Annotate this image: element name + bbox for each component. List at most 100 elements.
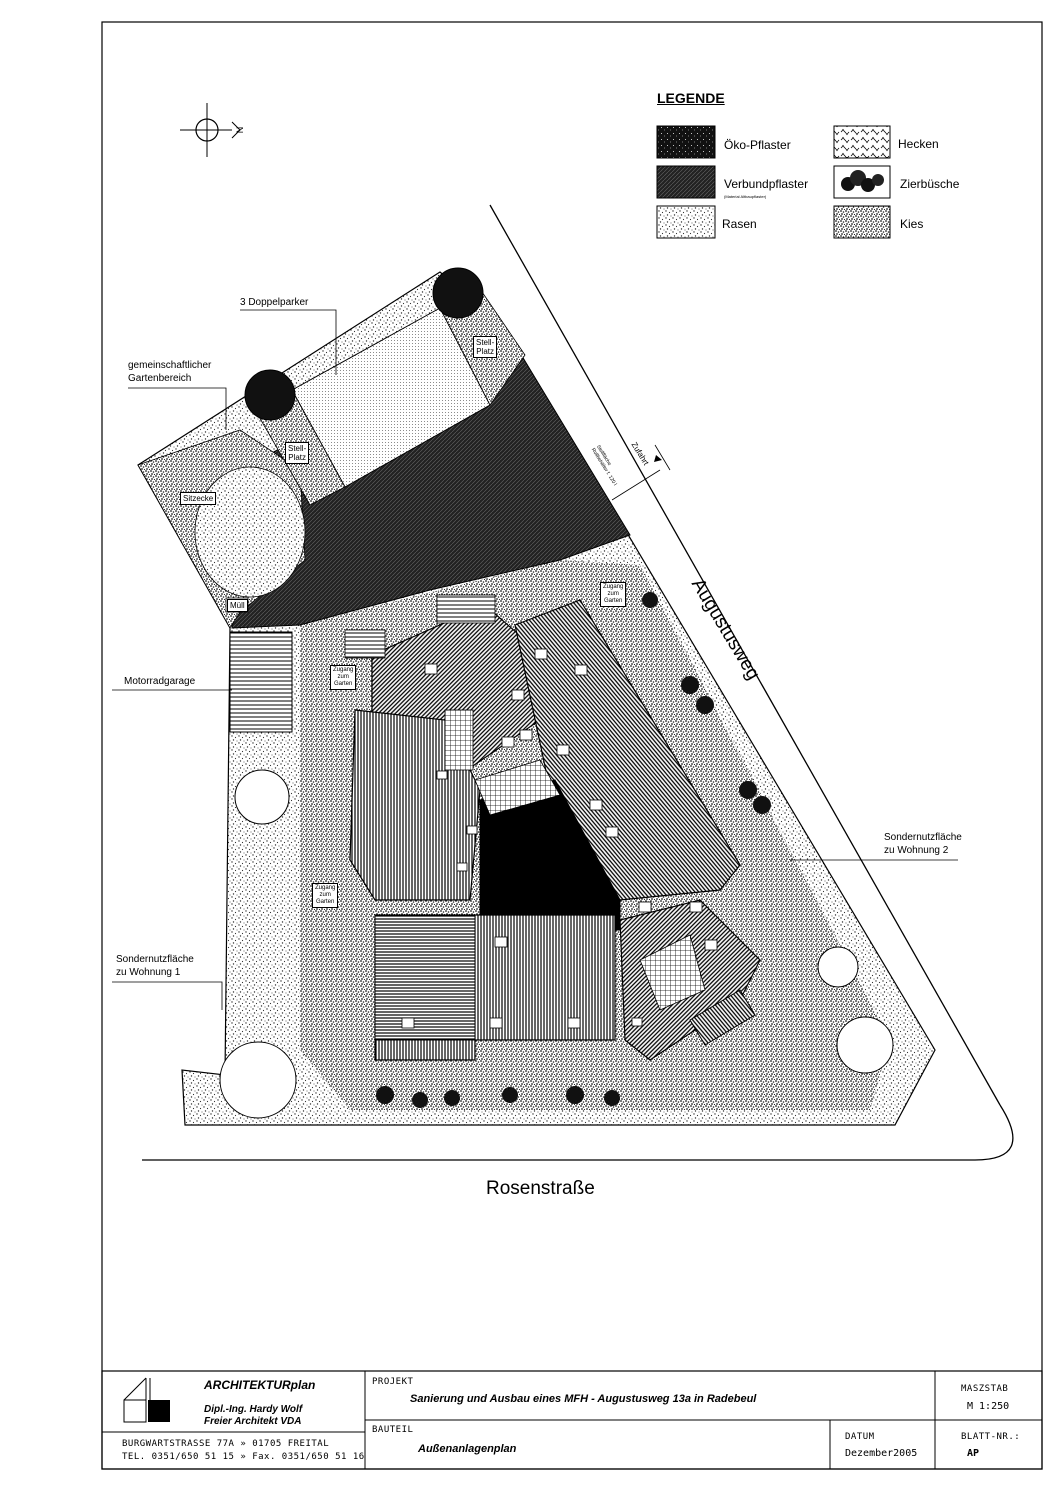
street-rosenstrasse: Rosenstraße <box>486 1178 595 1199</box>
garden-steps <box>344 629 386 659</box>
shrub-icon <box>753 796 771 814</box>
bauteil-label: BAUTEIL <box>372 1425 414 1435</box>
legend-title: LEGENDE <box>657 90 725 106</box>
skylight-1 <box>444 709 474 771</box>
dormer-window <box>589 799 603 811</box>
label-sonder1-1: Sondernutzfläche <box>116 954 194 965</box>
dormer-window <box>456 862 468 872</box>
blatt-label: BLATT-NR.: <box>961 1432 1021 1442</box>
label-zugang-3: Zugang zum Garten <box>312 883 339 908</box>
legend-swatch-verbund <box>656 165 716 199</box>
tree-icon <box>244 369 296 421</box>
title-block <box>101 1370 1043 1470</box>
label-zugang-1: Zugang zum Garten <box>330 665 357 690</box>
office-address-2: TEL. 0351/650 51 15 » Fax. 0351/650 51 1… <box>122 1452 365 1462</box>
architect-line-1: Dipl.-Ing. Hardy Wolf <box>204 1404 303 1415</box>
shrub-icon <box>739 781 757 799</box>
label-muell: Müll <box>227 599 248 612</box>
shrub-icon <box>841 170 884 192</box>
legend-swatch-rasen <box>656 205 716 239</box>
label-stellplatz-right: Stell- Platz <box>473 336 498 358</box>
shrub-icon <box>681 676 699 694</box>
dormer-window <box>704 939 718 951</box>
blatt-value: AP <box>967 1448 980 1459</box>
dormer-window <box>401 1017 415 1029</box>
office-logo <box>123 1377 170 1423</box>
shrub-icon <box>412 1092 428 1108</box>
skylight-2 <box>474 759 561 816</box>
tree-icon <box>836 1016 894 1074</box>
architect-line-2: Freier Architekt VDA <box>204 1416 302 1427</box>
dormer-window <box>489 1017 503 1029</box>
north-label: N <box>234 126 245 134</box>
datum-value: Dezember2005 <box>845 1448 918 1459</box>
massstab-value: M 1:250 <box>967 1401 1010 1412</box>
legend-swatches <box>656 125 891 239</box>
dormer-window <box>556 744 570 756</box>
roof-bay <box>689 989 756 1046</box>
bauteil-value: Außenanlagenplan <box>418 1443 517 1455</box>
sitzecke-lawn <box>194 466 306 598</box>
dormer-window <box>511 689 525 701</box>
legend-label-oeko: Öko-Pflaster <box>724 138 791 152</box>
legend-swatch-oeko <box>656 125 716 159</box>
legend-label-hecke: Hecken <box>898 137 939 151</box>
legend-swatch-kies <box>833 205 891 239</box>
shrub-icon <box>444 1090 460 1106</box>
legend-swatch-hecke <box>833 125 891 159</box>
zufahrt-arrow-icon <box>611 444 671 501</box>
shrub-icon <box>604 1090 620 1106</box>
label-zugang-2: Zugang zum Garten <box>600 582 627 607</box>
verbundpflaster-area <box>231 327 631 629</box>
office-address-1: BURGWARTSTRASSE 77A » 01705 FREITAL <box>122 1439 330 1449</box>
vegetation <box>219 592 894 1119</box>
massstab-label: MASZSTAB <box>961 1384 1009 1394</box>
projekt-label: PROJEKT <box>372 1377 414 1387</box>
dormer-window <box>689 901 703 913</box>
shrub-icon <box>642 592 658 608</box>
legend-label-kies: Kies <box>900 217 924 231</box>
shrub-icon <box>696 696 714 714</box>
label-garten-1: gemeinschaftlicher <box>128 360 212 371</box>
dormer-window <box>534 648 548 660</box>
label-garten-2: Gartenbereich <box>128 373 192 384</box>
dormer-window <box>631 1017 643 1027</box>
office-name: ARCHITEKTURplan <box>204 1378 316 1392</box>
projekt-value: Sanierung und Ausbau eines MFH - Augustu… <box>410 1393 757 1405</box>
tree-icon <box>234 769 290 825</box>
legend-label-zierbusch: Zierbüsche <box>900 177 960 191</box>
entry-steps <box>436 594 496 624</box>
tree-icon <box>432 267 484 319</box>
shrub-icon <box>376 1086 394 1104</box>
dormer-window <box>494 936 508 948</box>
legend-label-rasen: Rasen <box>722 217 757 231</box>
dormer-window <box>501 736 515 748</box>
legend-label-verbund: Verbundpflaster <box>724 177 809 191</box>
dormer-window <box>638 901 652 913</box>
dormer-window <box>519 729 533 741</box>
dormer-window <box>436 770 448 780</box>
label-doppelparker: 3 Doppelparker <box>240 297 309 308</box>
rosenstrasse-edge <box>142 1104 1014 1161</box>
label-sonder2-1: Sondernutzfläche <box>884 832 962 843</box>
dormer-window <box>574 664 588 676</box>
label-stellplatz-left: Stell- Platz <box>285 442 310 464</box>
augustusweg-edge <box>489 204 1001 1106</box>
label-sonder2-2: zu Wohnung 2 <box>884 845 949 856</box>
label-motorradgarage: Motorradgarage <box>124 676 196 687</box>
roof-wing-south-west <box>374 914 476 1041</box>
dormer-window <box>605 826 619 838</box>
skylight-southeast <box>639 934 706 1011</box>
datum-label: DATUM <box>845 1432 875 1442</box>
dormer-window <box>567 1017 581 1029</box>
label-sitzecke: Sitzecke <box>180 492 217 505</box>
building <box>344 594 761 1061</box>
dormer-window <box>424 663 438 675</box>
dormer-window <box>466 825 478 835</box>
leader-lines <box>112 309 958 1010</box>
north-arrow-icon <box>180 103 241 157</box>
shrub-icon <box>502 1087 518 1103</box>
tree-icon <box>817 946 859 988</box>
tree-icon <box>219 1041 297 1119</box>
